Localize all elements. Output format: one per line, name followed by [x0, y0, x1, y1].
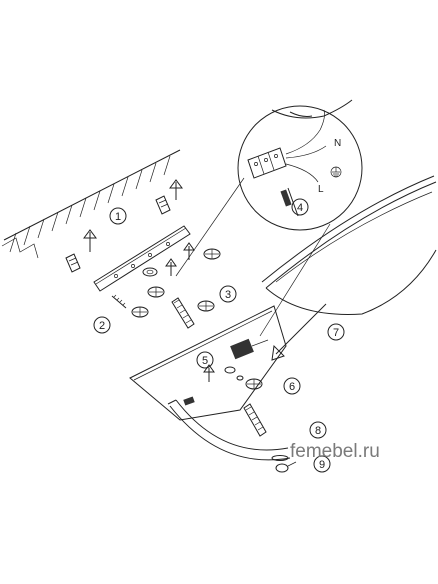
svg-text:2: 2	[99, 320, 105, 332]
screw	[111, 294, 127, 309]
ground-icon	[330, 166, 342, 178]
spring	[243, 403, 267, 437]
screw-head	[245, 378, 263, 390]
neutral-label: N	[334, 138, 341, 149]
wall-plug	[65, 253, 81, 273]
svg-text:7: 7	[333, 327, 339, 339]
direction-arrow	[169, 179, 183, 200]
callout-7: 7	[327, 323, 345, 341]
decorative-cap	[275, 461, 297, 473]
screw-head	[131, 306, 149, 318]
svg-text:1: 1	[115, 211, 121, 223]
direction-arrow	[83, 229, 97, 252]
svg-text:9: 9	[319, 459, 325, 471]
callout-9: 9	[313, 455, 331, 473]
svg-text:4: 4	[297, 202, 303, 214]
callout-5: 5	[196, 351, 214, 369]
svg-text:8: 8	[315, 425, 321, 437]
wiring-detail	[237, 99, 363, 231]
mounting-bracket	[93, 225, 191, 292]
wall-hatching	[1, 149, 181, 259]
svg-text:3: 3	[225, 289, 231, 301]
screw-head	[147, 286, 165, 298]
inset-connector-line	[175, 177, 245, 277]
svg-text:5: 5	[202, 355, 208, 367]
direction-arrow	[203, 364, 215, 382]
live-label: L	[318, 184, 324, 195]
screw-head	[203, 248, 221, 260]
direction-arrow	[165, 258, 177, 276]
lamp-base	[129, 305, 287, 421]
finial	[271, 455, 289, 461]
callout-6: 6	[283, 377, 301, 395]
bottom-trim	[167, 396, 291, 461]
inset-connector-line	[259, 223, 331, 337]
terminal-block	[230, 338, 254, 360]
callout-3: 3	[219, 285, 237, 303]
nut	[142, 267, 158, 277]
callout-8: 8	[309, 421, 327, 439]
wall-plug	[155, 195, 171, 215]
svg-text:6: 6	[289, 381, 295, 393]
callout-2: 2	[93, 316, 111, 334]
watermark: femebel.ru	[290, 441, 380, 462]
arrow-pointer	[271, 303, 327, 361]
screw-head	[197, 300, 215, 312]
callout-4: 4	[291, 198, 309, 216]
callout-1: 1	[109, 207, 127, 225]
threaded-rod	[171, 297, 195, 329]
glass-shade	[261, 175, 437, 315]
